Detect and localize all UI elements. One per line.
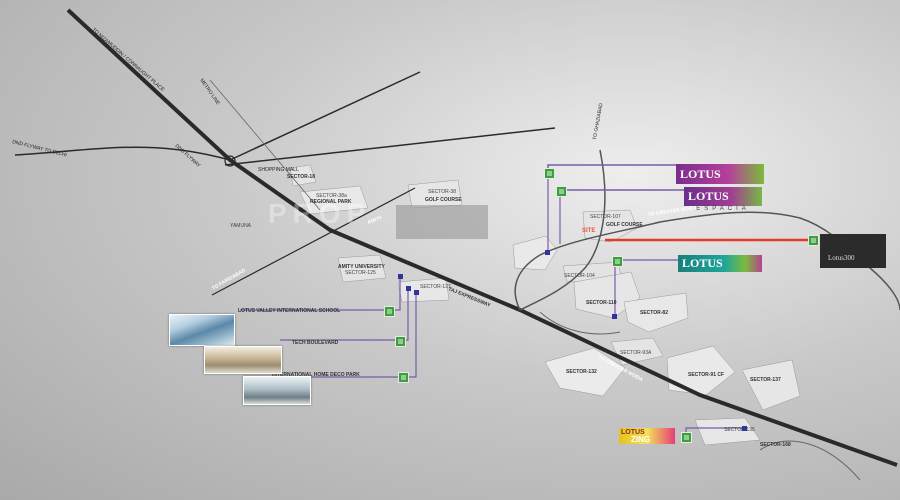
connector-school <box>240 278 401 311</box>
sector-block <box>694 417 761 446</box>
sector-block <box>582 209 638 243</box>
connector-lotus-1 <box>547 164 676 172</box>
sector-block <box>337 254 387 283</box>
label-home-deco-park: INTERNATIONAL HOME DECO PARK <box>272 372 360 378</box>
location-square-icon <box>612 314 617 319</box>
marker-icon <box>556 186 567 197</box>
watermark: PROP <box>268 198 372 229</box>
logo-lotus-2-sub: ESPACIA <box>696 206 750 212</box>
location-square-icon <box>406 286 411 291</box>
photo-lotus-valley-school <box>169 314 235 346</box>
logo-lotus-zing: LOTUS ZING <box>619 428 675 444</box>
location-square-icon <box>398 274 403 279</box>
label-dnd-flyway-delhi: DND FLYWAY TO DELHI <box>12 139 68 158</box>
connector-tech <box>280 288 409 341</box>
label-sector-38: SECTOR-38 <box>428 189 456 195</box>
label-sector-132: SECTOR-132 <box>566 369 597 375</box>
label-sector-168: SECTOR-168 <box>760 442 791 448</box>
label-sector-107: SECTOR-107 <box>590 214 621 220</box>
road-faridabad <box>211 187 416 296</box>
marker-icon <box>384 306 395 317</box>
label-sector-93a: SECTOR-93A <box>620 350 652 356</box>
road-sector-110 <box>539 311 621 335</box>
logo-lotus-300-text: Lotus300 <box>828 254 855 262</box>
sector-block <box>544 347 626 397</box>
marker-icon <box>398 372 409 383</box>
label-sector-110: SECTOR-110 <box>586 300 617 306</box>
marker-icon <box>395 336 406 347</box>
marker-icon <box>681 432 692 443</box>
location-square-icon <box>545 250 550 255</box>
sector-block <box>289 164 317 187</box>
sector-block <box>666 345 736 396</box>
label-sector-135: SECTOR-135 <box>724 427 755 433</box>
label-golf-course: GOLF COURSE <box>425 197 462 203</box>
dnd-flyway-road <box>14 146 231 161</box>
sector-block <box>512 235 558 271</box>
label-to-nizamuddin: TO NIZAMUDDIN / CONNAUGHT PLACE <box>91 27 166 93</box>
marker-icon <box>544 168 555 179</box>
photo-tech-boulevard <box>204 346 282 374</box>
location-square-icon <box>742 426 747 431</box>
label-sector-18: SECTOR-18 <box>287 174 315 180</box>
label-sector-91: SECTOR-91 CF <box>688 372 724 378</box>
label-sector-82: SECTOR-82 <box>640 310 668 316</box>
logo-lotus-300: Lotus300 <box>820 234 886 268</box>
location-square-icon <box>414 290 419 295</box>
connector-deco <box>308 292 417 378</box>
metro-line <box>209 79 321 211</box>
label-to-ghaziabad: TO GHAZIABAD <box>592 102 604 140</box>
marker-icon <box>612 256 623 267</box>
logo-lotus-zing-a: LOTUS <box>621 429 645 436</box>
label-shopping-mall: SHOPPING MALL <box>258 167 299 173</box>
road-sector-18 <box>229 71 421 161</box>
label-metro-line: METRO LINE <box>198 78 221 107</box>
road-sector-168 <box>759 440 861 481</box>
road-ghaziabad <box>519 149 606 311</box>
sector-block <box>741 359 801 411</box>
photo-home-deco-park <box>243 376 311 405</box>
label-regional-park: REGIONAL PARK <box>310 199 352 205</box>
logo-lotus-1: LOTUS <box>676 164 764 184</box>
taj-expressway-road <box>66 8 898 467</box>
label-lotus-valley-school: LOTUS VALLEY INTERNATIONAL SCHOOL <box>238 308 340 314</box>
roundabout <box>224 155 236 167</box>
sector-block <box>623 292 689 333</box>
label-amity-university: AMITY UNIVERSITY <box>338 264 386 270</box>
label-dnd-flyway: DND FLYWAY <box>174 143 202 169</box>
label-yamuna: YAMUNA <box>230 223 252 229</box>
marker-icon <box>808 235 819 246</box>
label-golf-course-2: GOLF COURSE <box>606 222 643 228</box>
label-sector-127: SECTOR-127 <box>420 284 451 290</box>
label-tech-boulevard: TECH BOULEVARD <box>292 340 339 346</box>
label-sector-38a: SECTOR-38a <box>316 193 347 199</box>
label-sector-137: SECTOR-137 <box>750 377 781 383</box>
logo-lotus-3: LOTUS <box>678 255 762 272</box>
label-sector-104: SECTOR-104 <box>564 273 595 279</box>
road-noida-east <box>224 127 556 166</box>
label-site: SITE <box>582 228 595 234</box>
sector-block <box>397 277 450 303</box>
label-sector-125: SECTOR-125 <box>345 270 376 276</box>
logo-lotus-2: LOTUS <box>684 187 762 206</box>
logo-lotus-zing-b: ZING <box>631 435 651 444</box>
watermark-box <box>396 205 488 239</box>
label-amity: AMITY <box>367 215 384 226</box>
